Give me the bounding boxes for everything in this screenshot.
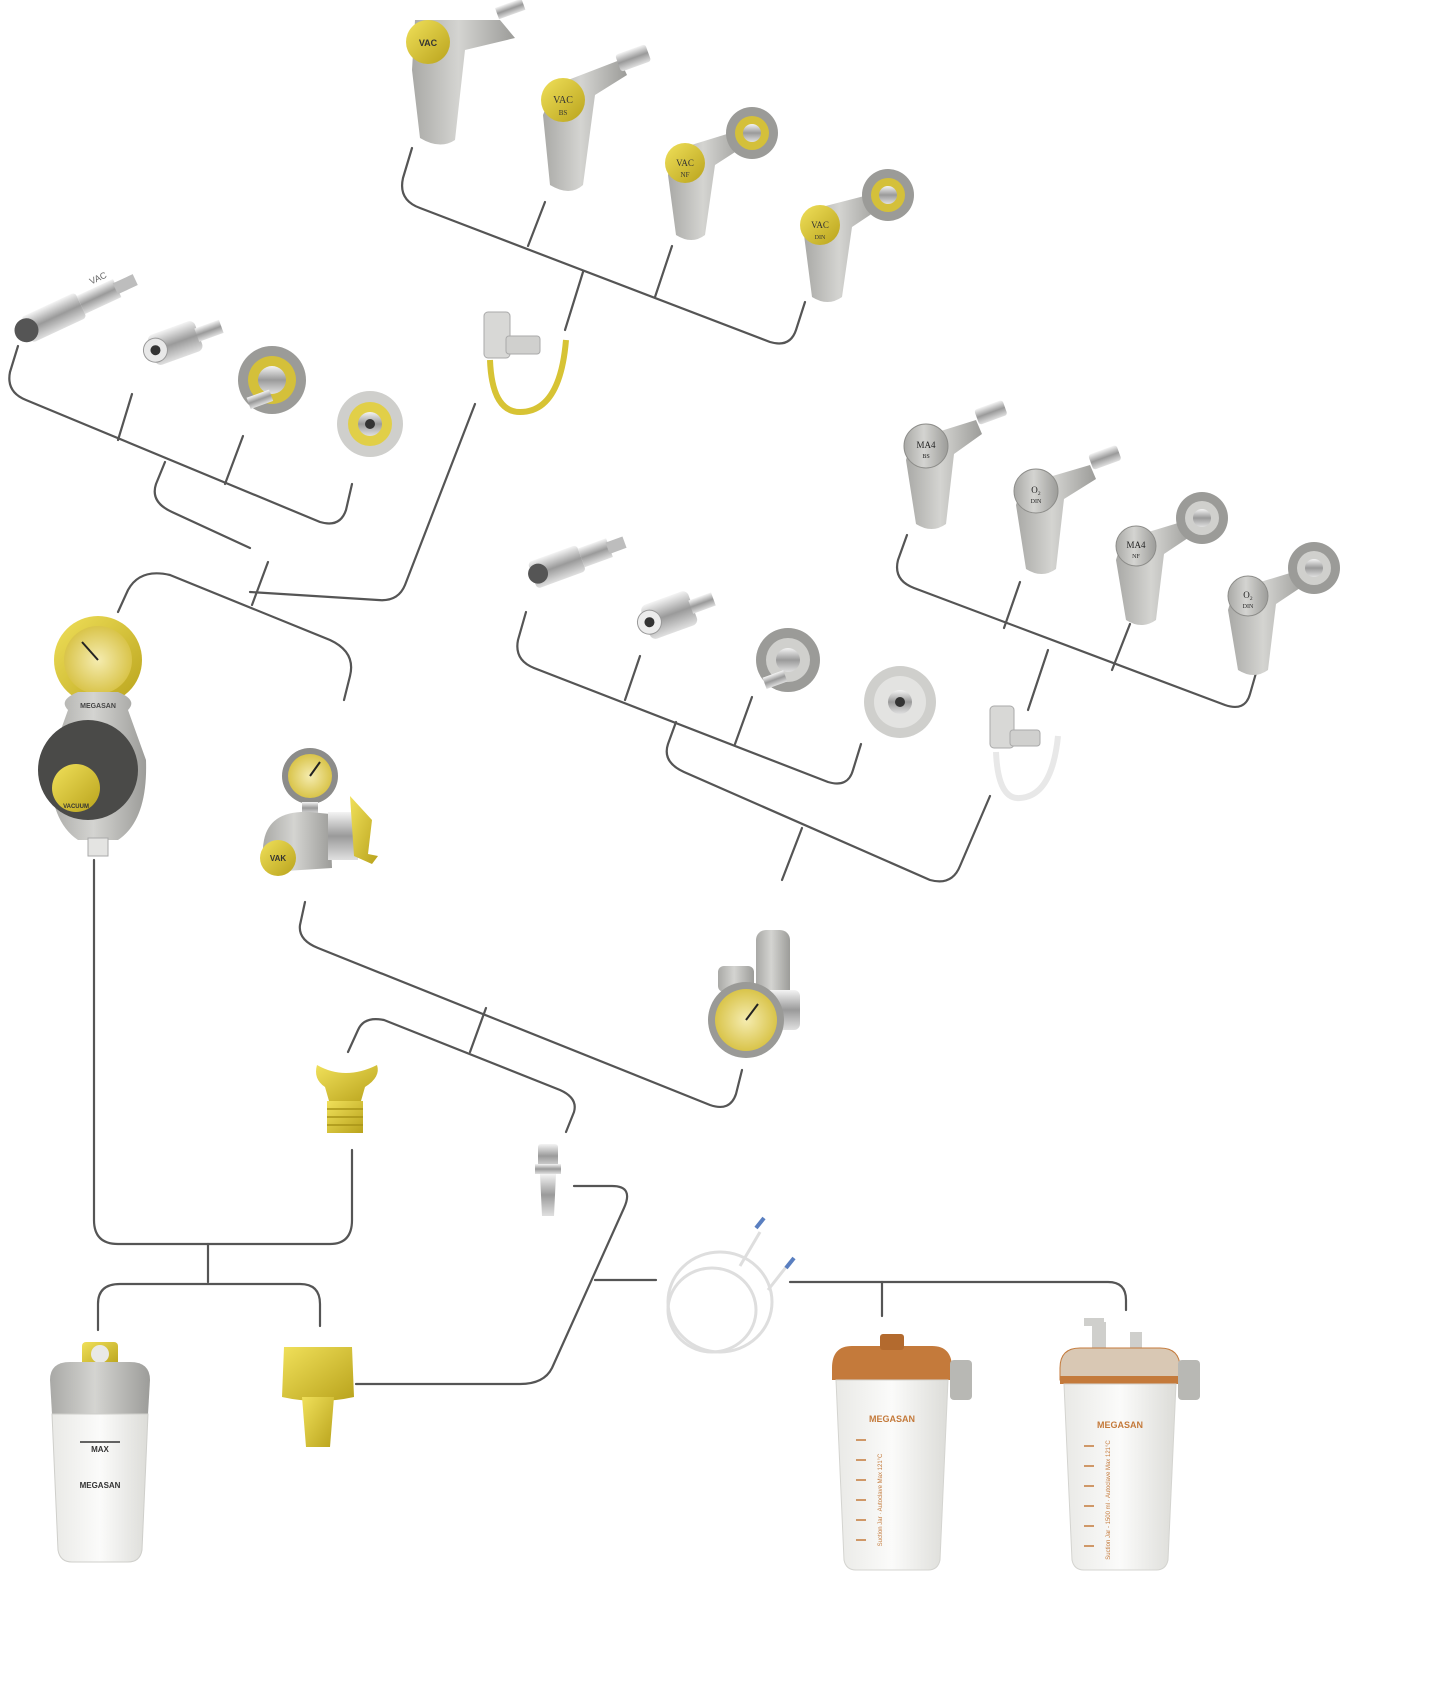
bracket-tick (780, 826, 804, 882)
bracket-air-probes (896, 533, 1260, 709)
probe-code: O₂ (1243, 590, 1253, 600)
probe-code: O₂ (1031, 485, 1041, 495)
probe-standard: BS (922, 454, 929, 460)
probe-code: MA4 (1126, 540, 1146, 550)
probe-standard: DIN (1031, 499, 1042, 505)
bracket-tick (223, 434, 245, 486)
probe-standard: DIN (815, 235, 826, 241)
suction-jar-left[interactable]: MEGASAN Suction Jar · Autoclave Max 121°… (832, 1334, 972, 1571)
bracket-bottom-left (96, 1282, 322, 1332)
vac-socket-2[interactable] (139, 311, 227, 369)
air-socket-1[interactable] (524, 529, 629, 590)
bracket-air-sockets (516, 610, 863, 785)
probe-code: VAC (419, 38, 438, 48)
probe-code: VAC (811, 220, 829, 230)
vacuum-regulator-compact[interactable]: VAK (260, 748, 378, 876)
bracket-regulators (116, 572, 353, 702)
bracket-sub (153, 460, 252, 550)
jar-side-text: Suction Jar · Autoclave Max 121°C (878, 1453, 884, 1546)
bracket-tick (468, 1006, 488, 1054)
vacuum-regulator-mini[interactable] (708, 930, 800, 1058)
suction-jar-right[interactable]: MEGASAN Suction Jar - 1500 ml · Autoclav… (1059, 1318, 1200, 1571)
air-probe-3[interactable]: MA4 NF (1115, 492, 1228, 625)
vac-probe-2[interactable]: VAC BS (541, 44, 651, 191)
air-socket-2[interactable] (632, 582, 719, 643)
bracket-tick (1002, 580, 1022, 630)
air-probe-4[interactable]: O₂ DIN (1227, 542, 1340, 675)
probe-code: VAC (553, 95, 573, 106)
regulator-label: VAK (270, 854, 287, 863)
bracket-tick (1026, 648, 1050, 712)
bracket-tick (733, 695, 754, 746)
air-probe-2[interactable]: O₂ DIN (1013, 445, 1122, 574)
vac-socket-3[interactable] (238, 346, 306, 414)
suction-tubing[interactable] (666, 1216, 796, 1354)
vac-probe-4[interactable]: VAC DIN (800, 169, 914, 302)
vac-probe-3[interactable]: VAC NF (665, 107, 778, 240)
probe-standard: BS (559, 109, 568, 117)
bracket-tick (526, 200, 547, 248)
bracket-tick (623, 654, 642, 702)
probe-standard: NF (1132, 554, 1140, 560)
vacuum-knob-label: VACUUM (63, 804, 89, 810)
quick-connect-hose-clear[interactable] (989, 705, 1061, 802)
line-to-tubing (354, 1184, 629, 1386)
air-socket-4[interactable] (864, 666, 936, 738)
brand-label: MEGASAN (869, 1414, 915, 1424)
brand-label: MEGASAN (1097, 1420, 1143, 1430)
bracket-tick (250, 560, 270, 607)
vac-probe-1[interactable]: VAC (406, 0, 526, 145)
vac-socket-4[interactable] (337, 391, 403, 457)
hose-barb-connector[interactable] (535, 1144, 561, 1216)
air-socket-3[interactable] (756, 628, 820, 692)
air-probe-1[interactable]: MA4 BS (903, 400, 1008, 529)
jar-side-text: Suction Jar - 1500 ml · Autoclave Max 12… (1106, 1440, 1112, 1560)
vacuum-regulator[interactable]: MEGASAN VACUUM (38, 616, 147, 857)
safety-trap-bottle[interactable]: MAX MEGASAN (50, 1342, 150, 1563)
max-label: MAX (91, 1445, 109, 1454)
bracket-jars (788, 1280, 1128, 1312)
bracket-adapters (346, 1018, 576, 1134)
probe-code: MA4 (916, 440, 936, 450)
yellow-threaded-adapter[interactable] (282, 1347, 354, 1447)
bracket-tick (653, 244, 674, 299)
probe-code: VAC (676, 158, 694, 168)
bracket-tick (1110, 622, 1132, 672)
line-hose-drop (248, 402, 477, 602)
brand-label: MEGASAN (80, 1481, 121, 1490)
bracket-vac-sockets (8, 344, 354, 525)
bracket-tick (116, 392, 134, 442)
line-main-trunk (92, 858, 354, 1246)
yellow-adapter-funnel[interactable] (316, 1065, 378, 1133)
connector-lines (8, 146, 1260, 1386)
bracket-vac-probes (401, 146, 807, 345)
brand-label: MEGASAN (80, 703, 116, 710)
vac-socket-1[interactable]: VAC (6, 260, 141, 348)
quick-connect-hose-yellow[interactable] (483, 311, 569, 416)
bracket-sub (665, 720, 992, 883)
probe-standard: NF (681, 171, 690, 179)
bracket-tick (563, 270, 585, 332)
line-side-regulator (298, 900, 744, 1109)
probe-standard: DIN (1243, 604, 1254, 610)
